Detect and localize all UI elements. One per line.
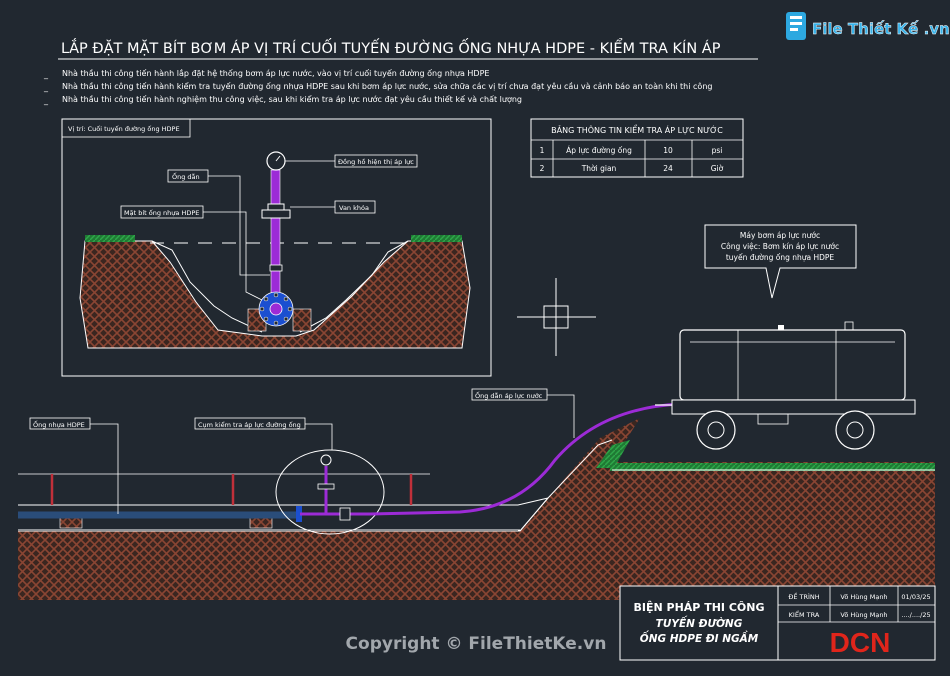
leader-hdpe-pipe bbox=[90, 423, 119, 514]
grass-surface bbox=[610, 463, 935, 471]
label-gauge: Đồng hồ hiện thị áp lực bbox=[338, 158, 414, 166]
pipe-coupling bbox=[269, 264, 283, 272]
drawing-title: LẮP ĐẶT MẶT BÍT BƠM ÁP VỊ TRÍ CUỐI TUYẾN… bbox=[61, 38, 721, 57]
valve-body-icon bbox=[261, 209, 291, 219]
cad-crosshair-icon bbox=[517, 278, 596, 356]
pump-callout-bubble bbox=[704, 224, 857, 299]
watermark-brand: File Thiết Kế .vn bbox=[812, 19, 950, 38]
note-bullet-3: _ bbox=[43, 96, 49, 105]
table-cell-no-2: 2 bbox=[540, 164, 545, 173]
detail-caption-box bbox=[61, 118, 191, 138]
valve-handle-icon bbox=[267, 203, 285, 211]
trench-wall-left bbox=[151, 240, 263, 333]
submit-date: 01/03/25 bbox=[901, 593, 930, 601]
submit-label: ĐỀ TRÌNH bbox=[788, 591, 819, 601]
filethietke-logo-icon bbox=[786, 12, 806, 40]
flange-bolts bbox=[259, 292, 293, 326]
table-cell-value-1: 10 bbox=[663, 146, 673, 155]
leader-flange bbox=[203, 211, 263, 301]
test-valve-icon bbox=[317, 483, 335, 490]
leader-pressure-hose bbox=[547, 394, 575, 438]
note-1: Nhà thầu thi công tiến hành lắp đặt hệ t… bbox=[62, 68, 489, 79]
label-test-cluster: Cụm kiểm tra áp lực đường ống bbox=[198, 420, 301, 429]
watermark-copyright: Copyright © FileThietKe.vn bbox=[346, 634, 607, 654]
trench-soil bbox=[79, 240, 471, 349]
label-pressure-hose: Ống dẫn áp lực nước bbox=[475, 390, 543, 400]
callout-line-2: Công việc: Bơm kín áp lực nước bbox=[721, 242, 839, 251]
trench-top-line bbox=[18, 497, 549, 506]
label-box-hdpe-pipe bbox=[29, 417, 91, 430]
table-cell-name-2: Thời gian bbox=[581, 164, 617, 173]
submit-name: Võ Hùng Mạnh bbox=[840, 593, 887, 601]
title-block-line-1: BIỆN PHÁP THI CÔNG bbox=[634, 601, 765, 614]
test-valve-horizontal-icon bbox=[339, 507, 351, 521]
grass-right bbox=[411, 235, 462, 242]
table-cell-value-2: 24 bbox=[663, 164, 673, 173]
leader-test-cluster bbox=[305, 423, 333, 450]
detail-frame bbox=[61, 118, 492, 377]
trench-wall-right bbox=[299, 240, 409, 333]
title-block-line-2: TUYẾN ĐƯỜNG bbox=[656, 615, 743, 630]
test-cluster-outline bbox=[275, 449, 385, 535]
table-cell-unit-1: psi bbox=[712, 146, 723, 155]
callout-line-1: Máy bơm áp lực nước bbox=[740, 231, 820, 240]
callout-line-3: tuyến đường ống nhựa HDPE bbox=[726, 253, 835, 262]
note-3: Nhà thầu thi công tiến hành nghiệm thu c… bbox=[62, 94, 522, 105]
label-box-pressure-hose bbox=[471, 388, 548, 401]
note-bullet-2: _ bbox=[43, 83, 49, 92]
trench-support-1 bbox=[59, 516, 83, 529]
table-cell-no-1: 1 bbox=[540, 146, 545, 155]
slope-line bbox=[519, 439, 613, 532]
note-bullet-1: _ bbox=[43, 70, 49, 79]
flange-center bbox=[269, 302, 283, 316]
detail-caption: Vị trí: Cuối tuyến đường ống HDPE bbox=[68, 125, 180, 133]
label-hdpe-pipe: Ống nhựa HDPE bbox=[33, 419, 85, 429]
trench-support-2 bbox=[249, 516, 273, 529]
label-pipe: Ống dẫn bbox=[172, 171, 200, 181]
grass-left bbox=[85, 235, 135, 242]
test-gauge-icon bbox=[320, 454, 332, 466]
pressure-test-table bbox=[530, 118, 744, 178]
title-block-line-3: ỐNG HDPE ĐI NGẦM bbox=[640, 630, 759, 645]
check-label: KIỂM TRA bbox=[789, 609, 820, 619]
leader-pipe bbox=[208, 175, 270, 276]
pressure-hose bbox=[369, 402, 681, 516]
ground-soil-right bbox=[612, 470, 935, 600]
label-flange: Mặt bít ống nhựa HDPE bbox=[124, 209, 199, 217]
check-date: ..../..../25 bbox=[901, 611, 930, 619]
table-cell-unit-2: Giờ bbox=[711, 164, 724, 173]
vertical-pipe bbox=[270, 169, 281, 301]
grass-slope bbox=[596, 440, 630, 468]
pump-trailer-icon bbox=[655, 321, 916, 450]
dcn-logo: DCN bbox=[830, 627, 891, 658]
table-title: BẢNG THÔNG TIN KIỂM TRA ÁP LỰC NƯỚC bbox=[551, 123, 723, 135]
test-flange-icon bbox=[296, 506, 302, 522]
marker-stakes bbox=[50, 474, 413, 505]
label-box-test-cluster bbox=[194, 417, 306, 430]
support-block-right bbox=[292, 308, 312, 332]
label-valve: Van khóa bbox=[339, 204, 369, 212]
table-cell-name-1: Áp lực đường ống bbox=[566, 146, 632, 155]
gauge-needle bbox=[275, 155, 281, 162]
check-name: Võ Hùng Mạnh bbox=[840, 611, 887, 619]
note-2: Nhà thầu thi công tiến hành kiểm tra tuy… bbox=[62, 81, 712, 92]
